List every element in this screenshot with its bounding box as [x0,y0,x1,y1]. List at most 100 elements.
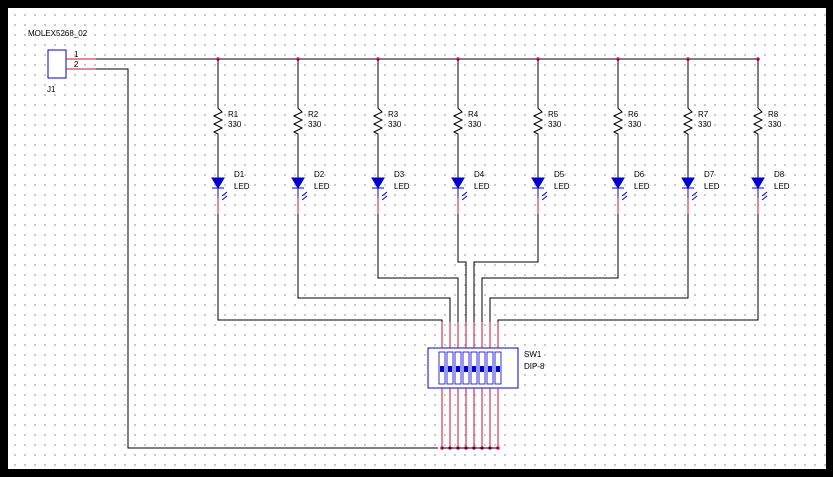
sheet-border [7,7,827,470]
led-d2-icon[interactable] [291,177,305,189]
led-value-label: LED [554,182,570,191]
wire-d5-to-sw1[interactable] [473,214,539,322]
led-value-label: LED [314,182,330,191]
led-d5-icon[interactable] [531,177,545,189]
led-ref-label: D7 [704,170,715,179]
wire-d1-to-sw1[interactable] [217,214,443,322]
led-emission-arrow [221,195,228,201]
led-d1-icon[interactable] [211,177,225,189]
resistor-r4[interactable] [452,100,464,140]
resistor-value-label: 330 [548,120,562,129]
return-wire[interactable] [96,68,438,449]
led-channels: R1330D1LEDR2330D2LEDR3330D3LEDR4330D4LED… [211,57,790,322]
resistor-r3[interactable] [372,100,384,140]
dip-switch-ref-label: SW1 [524,350,542,359]
led-emission-arrow [621,195,628,201]
led-ref-label: D5 [554,170,565,179]
led-value-label: LED [634,182,650,191]
led-emission-arrow [691,195,698,201]
led-emission-arrow [761,191,768,197]
led-value-label: LED [394,182,410,191]
dip-switch-sw1[interactable]: SW1 DIP-8 [427,322,545,450]
led-value-label: LED [704,182,720,191]
connector-part-label: MOLEX5268_02 [28,29,88,38]
led-ref-label: D3 [394,170,405,179]
led-value-label: LED [474,182,490,191]
wire-d7-to-sw1[interactable] [489,214,689,322]
resistor-r2[interactable] [292,100,304,140]
led-value-label: LED [774,182,790,191]
wire-d2-to-sw1[interactable] [297,214,451,322]
resistor-ref-label: R3 [388,110,399,119]
connector-body [47,49,67,79]
resistor-value-label: 330 [228,120,242,129]
dip-switch-value-label: DIP-8 [524,362,545,371]
resistor-ref-label: R1 [228,110,239,119]
resistor-value-label: 330 [628,120,642,129]
resistor-ref-label: R5 [548,110,559,119]
led-d3-icon[interactable] [371,177,385,189]
resistor-ref-label: R4 [468,110,479,119]
led-d6-icon[interactable] [611,177,625,189]
resistor-ref-label: R2 [308,110,319,119]
led-emission-arrow [221,191,228,197]
resistor-value-label: 330 [308,120,322,129]
dip-slot-knob [472,366,476,372]
resistor-r8[interactable] [752,100,764,140]
resistor-r1[interactable] [212,100,224,140]
led-emission-arrow [621,191,628,197]
dip-slot-knob [448,366,452,372]
led-ref-label: D8 [774,170,785,179]
schematic-canvas: MOLEX5268_02 J1 1 2 R1330D1LEDR2330D2LED… [7,7,827,470]
dip-slot-knob [464,366,468,372]
wire-d3-to-sw1[interactable] [377,214,459,322]
led-emission-arrow [381,191,388,197]
led-value-label: LED [234,182,250,191]
led-emission-arrow [301,191,308,197]
resistor-r5[interactable] [532,100,544,140]
connector-pin1-label: 1 [74,50,79,59]
led-emission-arrow [461,191,468,197]
led-emission-arrow [461,195,468,201]
wire-d8-to-sw1[interactable] [497,214,759,322]
connector-pin2-label: 2 [74,60,79,69]
resistor-r6[interactable] [612,100,624,140]
led-ref-label: D6 [634,170,645,179]
connector-ref-label: J1 [47,85,56,94]
resistor-value-label: 330 [468,120,482,129]
led-d4-icon[interactable] [451,177,465,189]
led-ref-label: D1 [234,170,245,179]
connector-j1[interactable]: MOLEX5268_02 J1 1 2 [28,29,96,94]
wire-d6-to-sw1[interactable] [481,214,619,322]
led-emission-arrow [301,195,308,201]
resistor-ref-label: R7 [698,110,709,119]
led-d8-icon[interactable] [751,177,765,189]
dip-slot-knob [496,366,500,372]
led-emission-arrow [381,195,388,201]
dip-slot-knob [480,366,484,372]
led-d7-icon[interactable] [681,177,695,189]
led-ref-label: D4 [474,170,485,179]
resistor-value-label: 330 [768,120,782,129]
led-ref-label: D2 [314,170,325,179]
dip-slot-knob [488,366,492,372]
dip-slot-knob [456,366,460,372]
resistor-value-label: 330 [388,120,402,129]
led-emission-arrow [541,195,548,201]
resistor-ref-label: R8 [768,110,779,119]
led-emission-arrow [541,191,548,197]
led-emission-arrow [761,195,768,201]
resistor-r7[interactable] [682,100,694,140]
wire-d4-to-sw1[interactable] [457,214,467,322]
led-emission-arrow [691,191,698,197]
dip-slot-knob [440,366,444,372]
